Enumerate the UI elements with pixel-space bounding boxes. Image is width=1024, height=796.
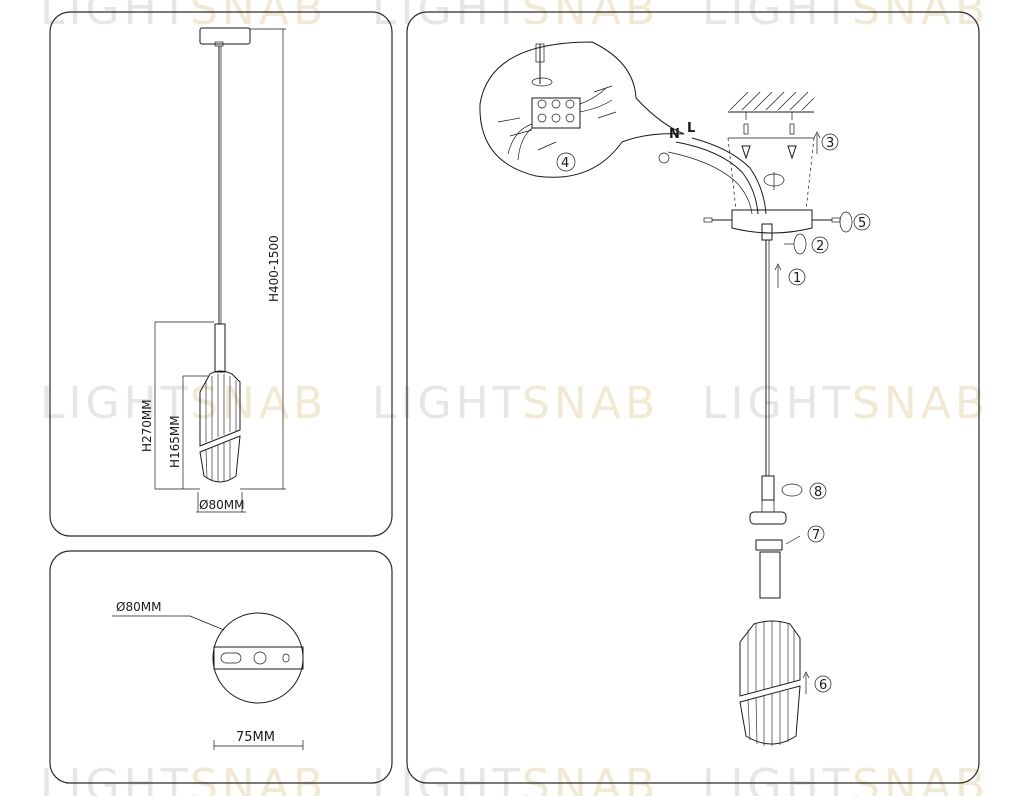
step-badge-5 [853,213,871,231]
dimensions-panel: H400-1500 H270MM H165MM Ø80MM [49,11,393,537]
shade-ring [749,511,787,525]
glass-shade [739,620,801,746]
watermark-light: LIGHT [372,760,524,796]
watermark-light: LIGHT [40,378,192,429]
shade [199,370,241,483]
watermark-light: LIGHT [702,0,854,35]
cable-lock [761,475,775,501]
watermark-snab: SNAB [852,760,989,796]
watermark-snab: SNAB [522,0,659,35]
canopy-panel: Ø80MM 75MM [49,550,393,784]
watermark-layer: LIGHT SNAB LIGHT SNAB LIGHT SNAB LIGHT S… [40,0,989,796]
step-number: 1 [793,271,801,286]
screw [741,145,751,160]
canopy [199,27,251,45]
step-number: 2 [816,239,824,254]
step-badge-8 [809,482,827,500]
live-wire [691,137,767,215]
rotate-arrow-icon [793,233,807,255]
watermark-snab: SNAB [852,0,989,35]
screw [787,145,797,160]
terminal-block [531,97,581,129]
ground-icon [658,152,670,164]
step-number: 4 [561,156,569,171]
step-number: 7 [812,528,820,543]
panel-border [406,11,980,784]
total-height-label: H400-1500 [267,235,281,302]
step-badge-6 [814,675,832,693]
watermark-snab: SNAB [522,760,659,796]
step-badge-4 [556,152,576,172]
step-badge-3 [821,133,839,151]
live-wire-label: L [687,121,695,136]
step-number: 8 [814,485,822,500]
watermark-snab: SNAB [190,0,327,35]
step-badge-2 [811,236,829,254]
watermark-snab: SNAB [522,378,659,429]
step-number: 3 [826,136,834,151]
step-badge-1 [788,268,806,286]
socket-tube [214,323,226,373]
ceiling [728,91,815,120]
watermark-snab: SNAB [852,378,989,429]
assembly-panel: 4 N L [406,11,980,784]
bracket-center-hole [253,651,267,665]
step-number: 5 [858,216,866,231]
watermark-light: LIGHT [40,760,192,796]
neutral-wire [675,141,759,215]
mounting-bracket [213,646,304,670]
canopy-plate-circle [212,612,304,704]
socket-collar [755,539,783,551]
wall-anchor [789,123,795,135]
step-number: 6 [819,678,827,693]
bracket-slot [220,652,242,664]
watermark-light: LIGHT [702,760,854,796]
watermark-snab: SNAB [190,760,327,796]
step-badge-7 [807,525,825,543]
watermark-snab: SNAB [190,378,327,429]
neutral-wire-label: N [669,127,680,142]
shade-glass-height-label: H165MM [168,415,182,468]
watermark-light: LIGHT [372,0,524,35]
shade-total-height-label: H270MM [140,399,154,452]
watermark-light: LIGHT [40,0,192,35]
canopy-diameter-label: Ø80MM [116,600,161,614]
rotate-arrow-icon [781,483,803,497]
rotate-arrow-icon [839,211,853,233]
panel-border [49,11,393,537]
watermark-light: LIGHT [372,378,524,429]
canopy-shell [731,209,813,234]
terminal-block-detail: 4 [479,41,685,178]
bracket-screw-hole [282,653,290,663]
lamp-socket [759,551,781,599]
shade-diameter-label: Ø80MM [199,498,244,512]
cable-grip [761,223,773,241]
mount-width-label: 75MM [236,730,275,745]
wall-anchor [743,123,749,135]
ground-wire [667,151,753,215]
watermark-light: LIGHT [702,378,854,429]
panel-border [49,550,393,784]
